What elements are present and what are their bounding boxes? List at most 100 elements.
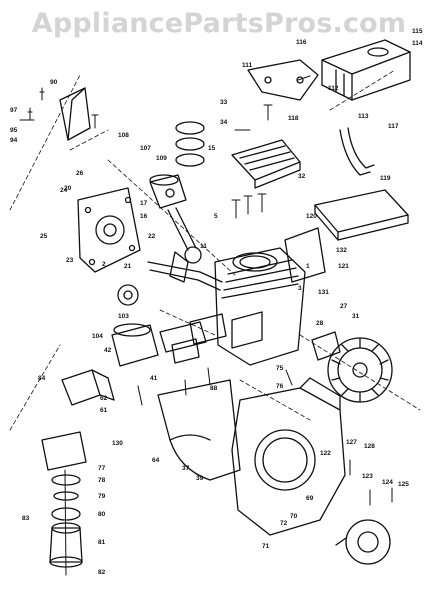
part-label: 72 xyxy=(280,520,288,527)
assembly-guide-lines xyxy=(9,69,421,431)
part-label: 28 xyxy=(316,320,324,327)
part-label: 5 xyxy=(214,213,218,220)
carburetor-bowl-parts xyxy=(41,431,87,568)
part-label: 22 xyxy=(148,233,156,240)
part-label: 131 xyxy=(318,289,329,296)
part-label: 123 xyxy=(362,473,373,480)
part-label: 24 xyxy=(60,187,68,194)
cylinder-head xyxy=(231,139,301,189)
part-label: 111 xyxy=(242,62,253,69)
part-label: 3 xyxy=(298,285,302,292)
part-label: 84 xyxy=(38,375,46,382)
part-label: 62 xyxy=(100,395,108,402)
breather-plate xyxy=(284,227,326,283)
connecting-rod xyxy=(167,207,202,264)
part-label: 120 xyxy=(306,213,317,220)
part-label: 78 xyxy=(98,477,106,484)
part-label: 118 xyxy=(288,115,299,122)
cylinder-baffle xyxy=(157,379,241,481)
part-label: 33 xyxy=(220,99,228,106)
part-label: 94 xyxy=(10,137,18,144)
part-label: 127 xyxy=(346,439,357,446)
camshaft-gear xyxy=(117,284,139,306)
part-label: 37 xyxy=(182,465,190,472)
recoil-starter xyxy=(335,519,391,565)
part-label: 112 xyxy=(328,85,339,92)
part-label: 64 xyxy=(152,457,160,464)
intake-elbow xyxy=(61,369,115,406)
part-label: 41 xyxy=(150,375,158,382)
part-label: 122 xyxy=(320,450,331,457)
part-label: 76 xyxy=(276,383,284,390)
air-shroud xyxy=(59,87,91,141)
part-label: 26 xyxy=(76,170,84,177)
part-label: 132 xyxy=(336,247,347,254)
part-label: 104 xyxy=(92,333,103,340)
part-label: 69 xyxy=(306,495,314,502)
fasteners xyxy=(19,75,393,576)
part-label: 21 xyxy=(124,263,132,270)
part-label: 80 xyxy=(98,511,106,518)
part-label: 23 xyxy=(66,257,74,264)
muffler xyxy=(321,39,411,101)
part-label: 108 xyxy=(118,132,129,139)
part-label: 71 xyxy=(262,543,270,550)
gaskets xyxy=(171,313,227,364)
blower-housing xyxy=(231,377,346,536)
part-label: 95 xyxy=(10,127,18,134)
air-filter xyxy=(314,189,409,241)
part-label: 90 xyxy=(50,79,58,86)
exhaust-pipe xyxy=(339,127,375,176)
carburetor xyxy=(111,321,207,367)
part-label: 70 xyxy=(290,513,298,520)
part-label: 115 xyxy=(412,28,423,35)
ignition-coil xyxy=(311,331,341,361)
part-label: 114 xyxy=(412,40,423,47)
part-number-labels: 115 114 111 116 90 33 34 118 112 113 117… xyxy=(10,28,423,576)
part-label: 32 xyxy=(298,173,306,180)
piston-rings xyxy=(175,121,205,167)
part-label: 20 xyxy=(64,185,72,192)
part-label: 117 xyxy=(388,123,399,130)
part-label: 16 xyxy=(140,213,148,220)
part-label: 31 xyxy=(352,313,360,320)
part-label: 77 xyxy=(98,465,106,472)
engine-block xyxy=(214,247,306,366)
part-label: 81 xyxy=(98,539,106,546)
part-label: 119 xyxy=(380,175,391,182)
part-label: 15 xyxy=(208,145,216,152)
muffler-bracket xyxy=(247,59,319,101)
part-label: 83 xyxy=(22,515,30,522)
part-label: 27 xyxy=(340,303,348,310)
part-label: 107 xyxy=(140,145,151,152)
part-label: 11 xyxy=(200,243,207,250)
part-label: 1 xyxy=(306,263,310,270)
crankcase-cover xyxy=(77,187,141,273)
part-label: 17 xyxy=(140,200,148,207)
part-label: 79 xyxy=(98,493,106,500)
part-label: 34 xyxy=(220,119,228,126)
piston xyxy=(149,174,187,209)
part-label: 2 xyxy=(102,261,106,268)
part-label: 88 xyxy=(210,385,218,392)
part-label: 124 xyxy=(382,479,393,486)
flywheel xyxy=(327,337,393,403)
part-label: 75 xyxy=(276,365,284,372)
part-label: 97 xyxy=(10,107,18,114)
part-label: 82 xyxy=(98,569,106,576)
crankshaft xyxy=(147,251,223,291)
part-label: 25 xyxy=(40,233,48,240)
part-label: 130 xyxy=(112,440,123,447)
part-label: 113 xyxy=(358,113,369,120)
part-label: 116 xyxy=(296,39,307,46)
part-label: 128 xyxy=(364,443,375,450)
part-label: 103 xyxy=(118,313,129,320)
part-label: 109 xyxy=(156,155,167,162)
part-label: 125 xyxy=(398,481,409,488)
part-label: 42 xyxy=(104,347,112,354)
part-label: 39 xyxy=(196,475,204,482)
part-label: 61 xyxy=(100,407,108,414)
part-label: 121 xyxy=(338,263,349,270)
